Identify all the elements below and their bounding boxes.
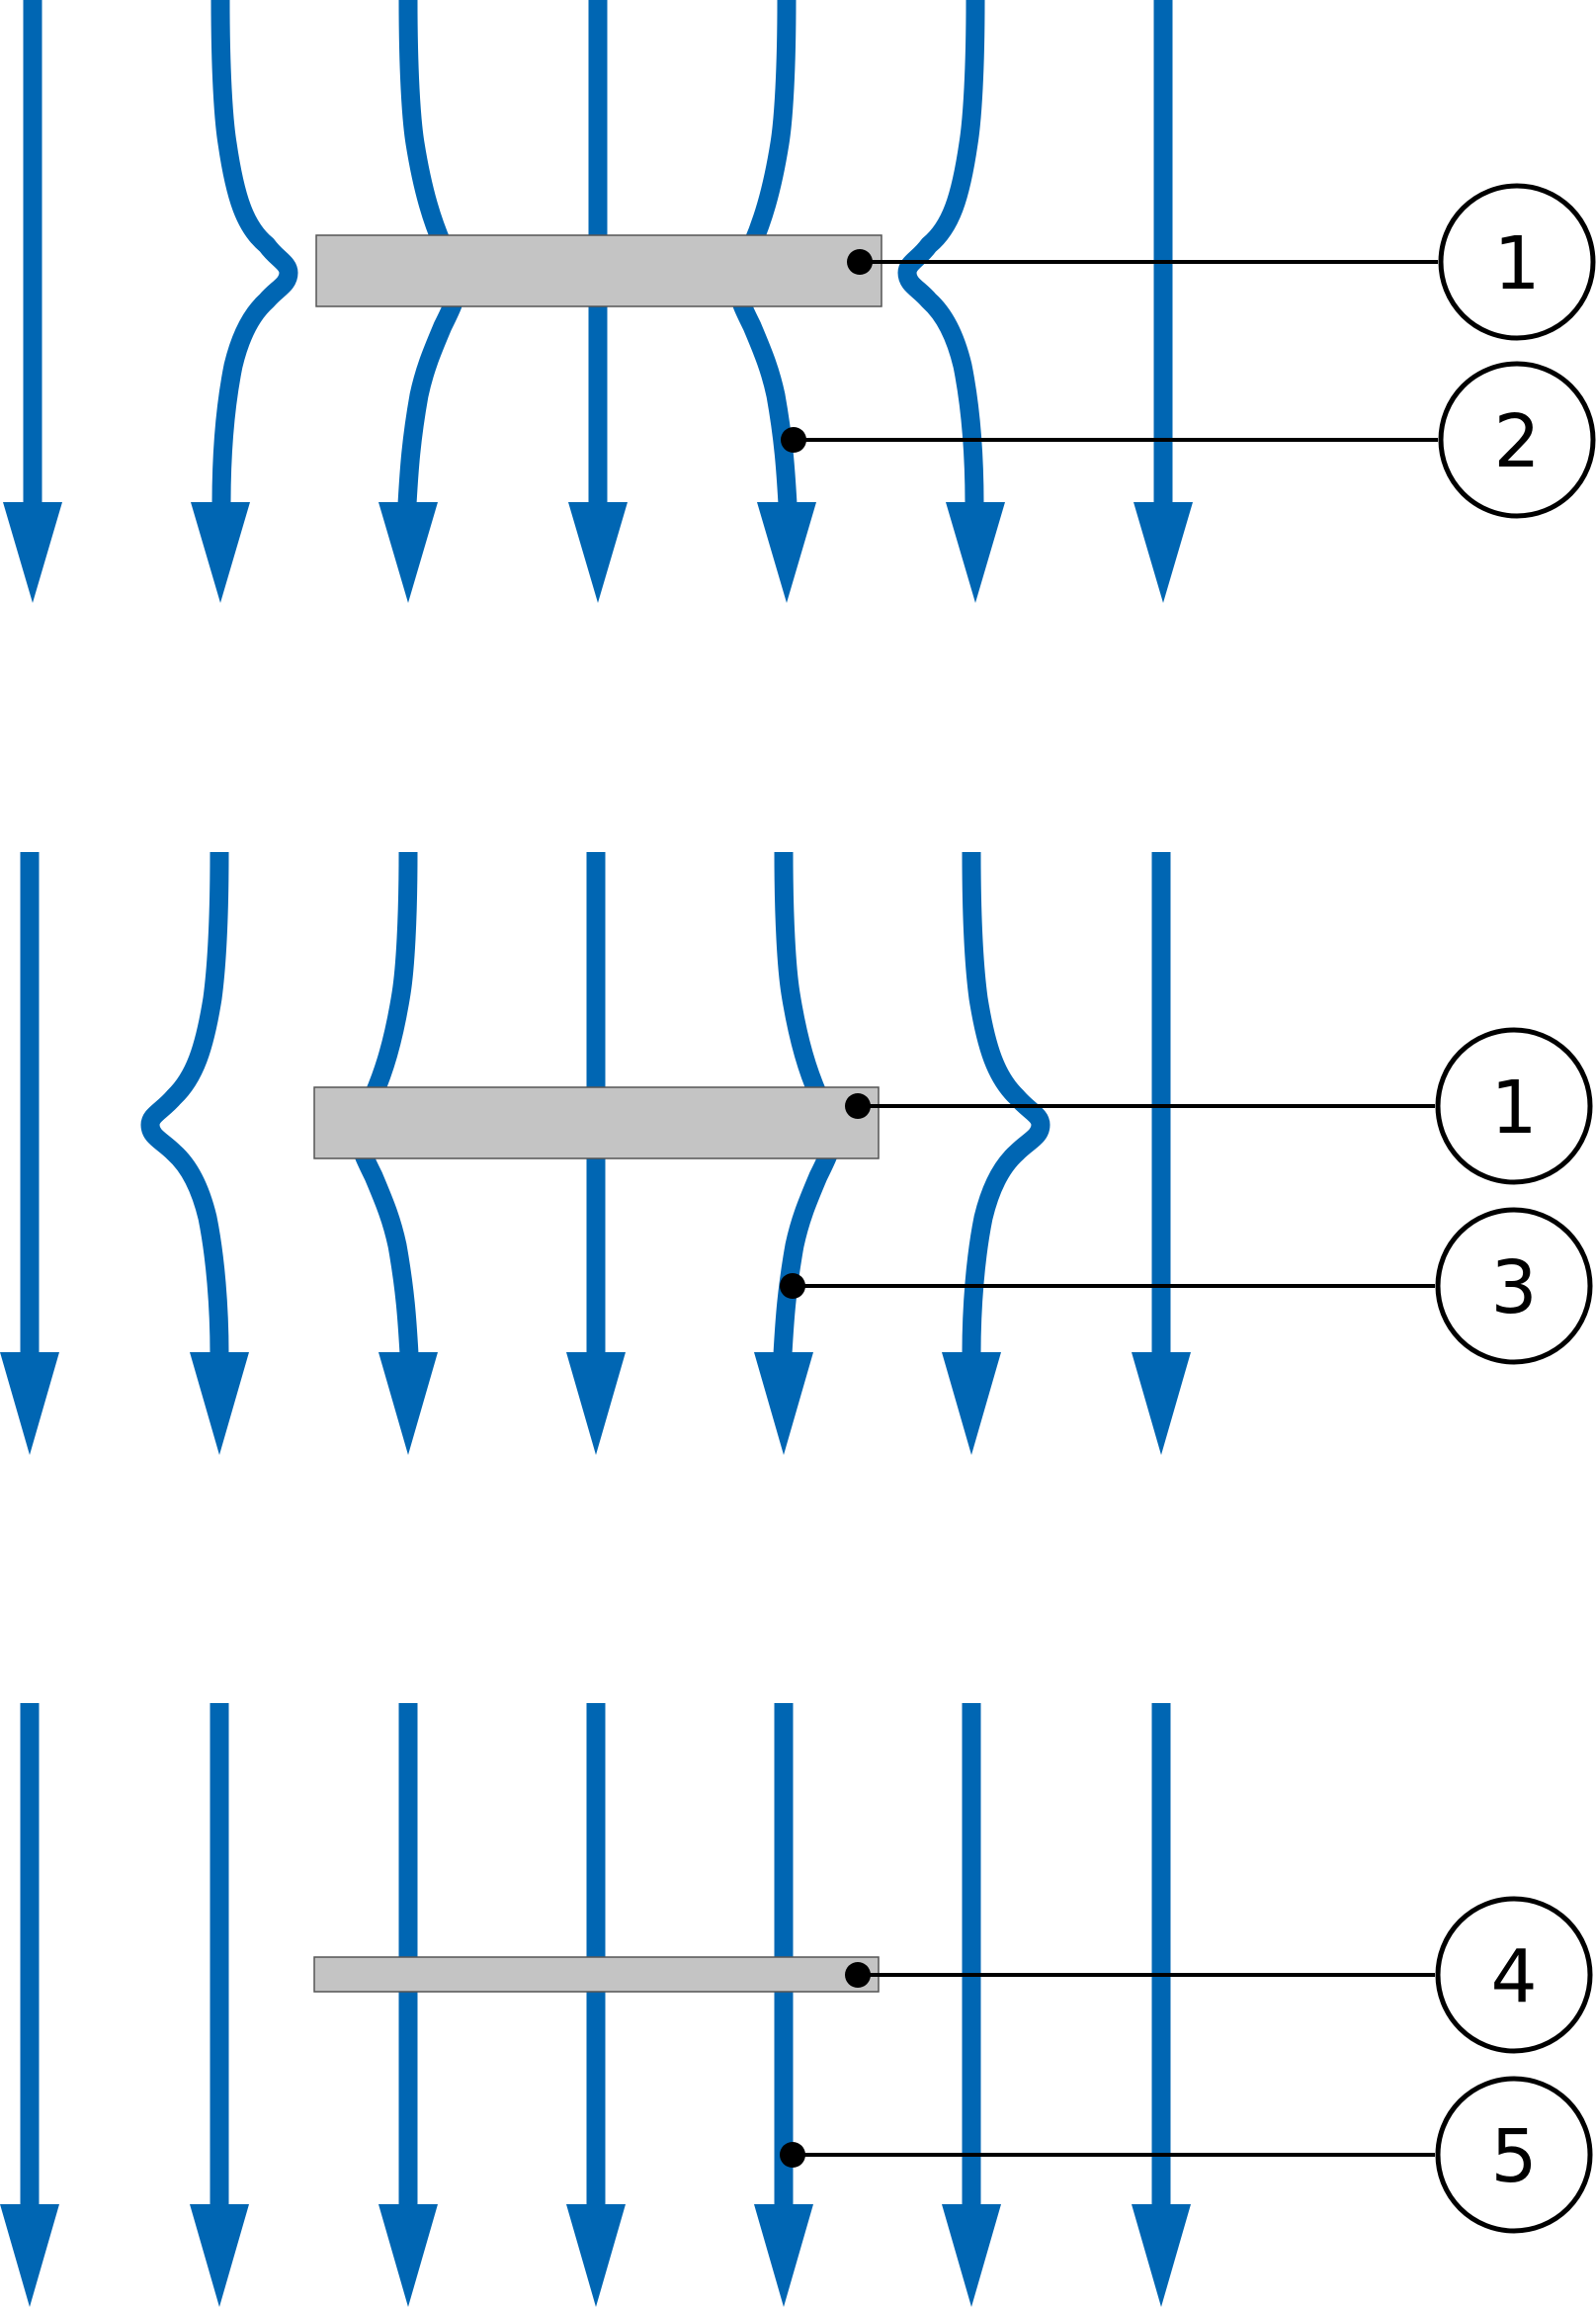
panel-3: 4 5: [0, 1703, 1593, 2307]
arrowhead: [190, 1352, 249, 1455]
arrowhead: [0, 2204, 59, 2307]
arrowheads: [3, 502, 1193, 603]
panel-1: 1 2: [3, 0, 1596, 603]
flow-line: [962, 851, 1050, 1355]
callout-label: 1: [1490, 1066, 1537, 1151]
flow-line: [897, 0, 985, 505]
arrowhead: [568, 502, 628, 603]
arrowhead: [378, 502, 438, 603]
arrowheads: [0, 1352, 1191, 1455]
callout: 4: [845, 1896, 1593, 2054]
arrowhead: [757, 502, 816, 603]
arrowhead: [378, 2204, 438, 2307]
callout: 2: [781, 361, 1596, 519]
arrowhead: [1132, 1352, 1191, 1455]
plate: [315, 234, 882, 307]
arrowhead: [3, 502, 62, 603]
arrowhead: [1134, 502, 1193, 603]
callout-label: 3: [1490, 1245, 1537, 1330]
arrowhead: [566, 2204, 626, 2307]
callout-label: 2: [1493, 399, 1540, 484]
arrowhead: [942, 2204, 1001, 2307]
arrowhead: [1132, 2204, 1191, 2307]
panel-2: 1 3: [0, 851, 1593, 1455]
flow-line: [210, 0, 298, 505]
plate: [313, 1086, 880, 1159]
callout: 1: [845, 1027, 1593, 1185]
arrowheads: [0, 2204, 1191, 2307]
plate: [313, 1956, 880, 1993]
arrowhead: [754, 1352, 813, 1455]
arrowhead: [190, 2204, 249, 2307]
arrowhead: [378, 1352, 438, 1455]
callout-label: 1: [1493, 221, 1540, 306]
arrowhead: [946, 502, 1005, 603]
callout: 5: [780, 2076, 1593, 2234]
callout: 1: [847, 183, 1596, 341]
arrowhead: [0, 1352, 59, 1455]
arrowhead: [191, 502, 250, 603]
callout-label: 5: [1490, 2114, 1537, 2199]
callout: 3: [780, 1207, 1593, 1365]
arrowhead: [942, 1352, 1001, 1455]
arrowhead: [566, 1352, 626, 1455]
flow-lines: [20, 1703, 1171, 2207]
arrowhead: [754, 2204, 813, 2307]
flow-line: [140, 851, 229, 1355]
callout-label: 4: [1490, 1934, 1537, 2019]
